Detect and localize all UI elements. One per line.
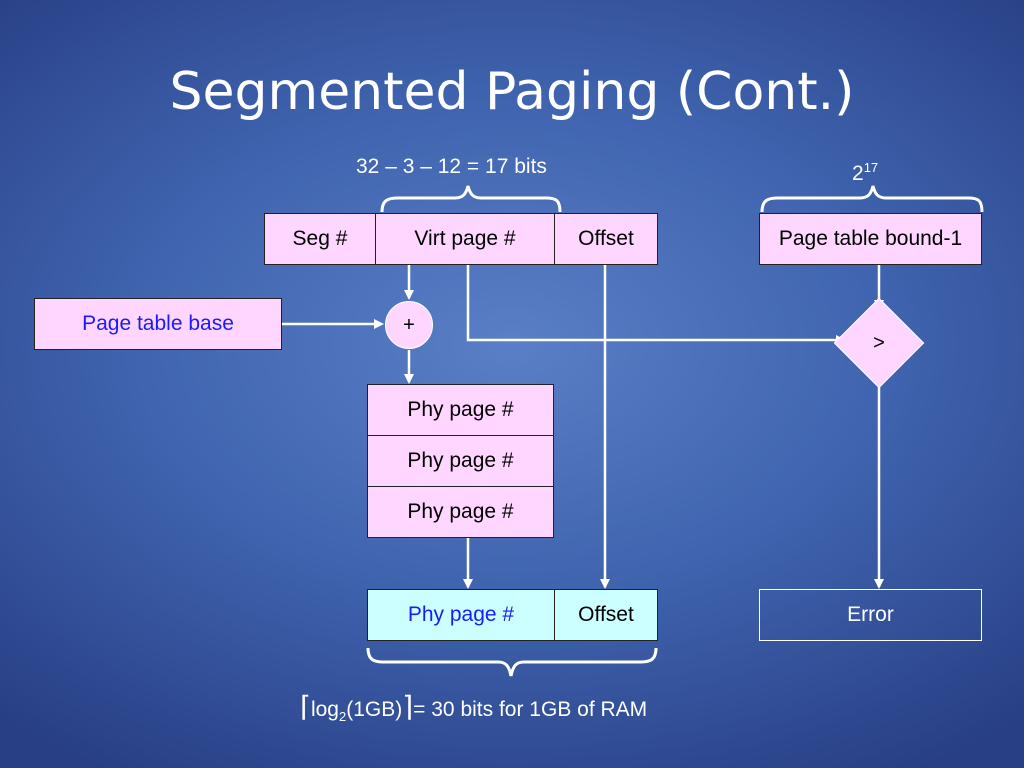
page-table-base-box: Page table base	[34, 298, 282, 350]
top-brace	[380, 185, 562, 213]
phys-page-field: Phy page #	[367, 589, 555, 641]
ram-text: = 30 bits for 1GB of RAM	[413, 698, 648, 721]
seg-number-field: Seg #	[264, 213, 376, 265]
adder-circle: +	[385, 301, 433, 349]
bound-brace	[760, 185, 984, 213]
page-table-entry: Phy page #	[367, 486, 554, 538]
ceil-open: ⌈	[300, 691, 311, 722]
error-box: Error	[759, 589, 982, 641]
ram-bits-label: ⌈log2(1GB)⌉= 30 bits for 1GB of RAM	[300, 690, 647, 724]
bound-exponent: 17	[863, 160, 879, 175]
log-arg: (1GB)	[346, 698, 403, 721]
bits-calc-label: 32 – 3 – 12 = 17 bits	[356, 155, 547, 178]
comparator-label: >	[873, 331, 885, 354]
offset-field: Offset	[554, 213, 658, 265]
bottom-brace	[366, 647, 658, 677]
slide-title: Segmented Paging (Cont.)	[169, 62, 855, 122]
page-table-bound-box: Page table bound-1	[759, 213, 982, 265]
bound-base: 2	[852, 162, 864, 185]
log-text: log	[310, 698, 339, 721]
bound-size-label: 217	[852, 160, 878, 186]
page-table-entry: Phy page #	[367, 384, 554, 436]
vpage-to-comparator-arrow	[466, 265, 846, 345]
virt-page-field: Virt page #	[375, 213, 555, 265]
phys-offset-field: Offset	[554, 589, 658, 641]
log-subscript: 2	[338, 709, 347, 725]
page-table-entry: Phy page #	[367, 435, 554, 487]
ceil-close: ⌉	[402, 691, 414, 722]
